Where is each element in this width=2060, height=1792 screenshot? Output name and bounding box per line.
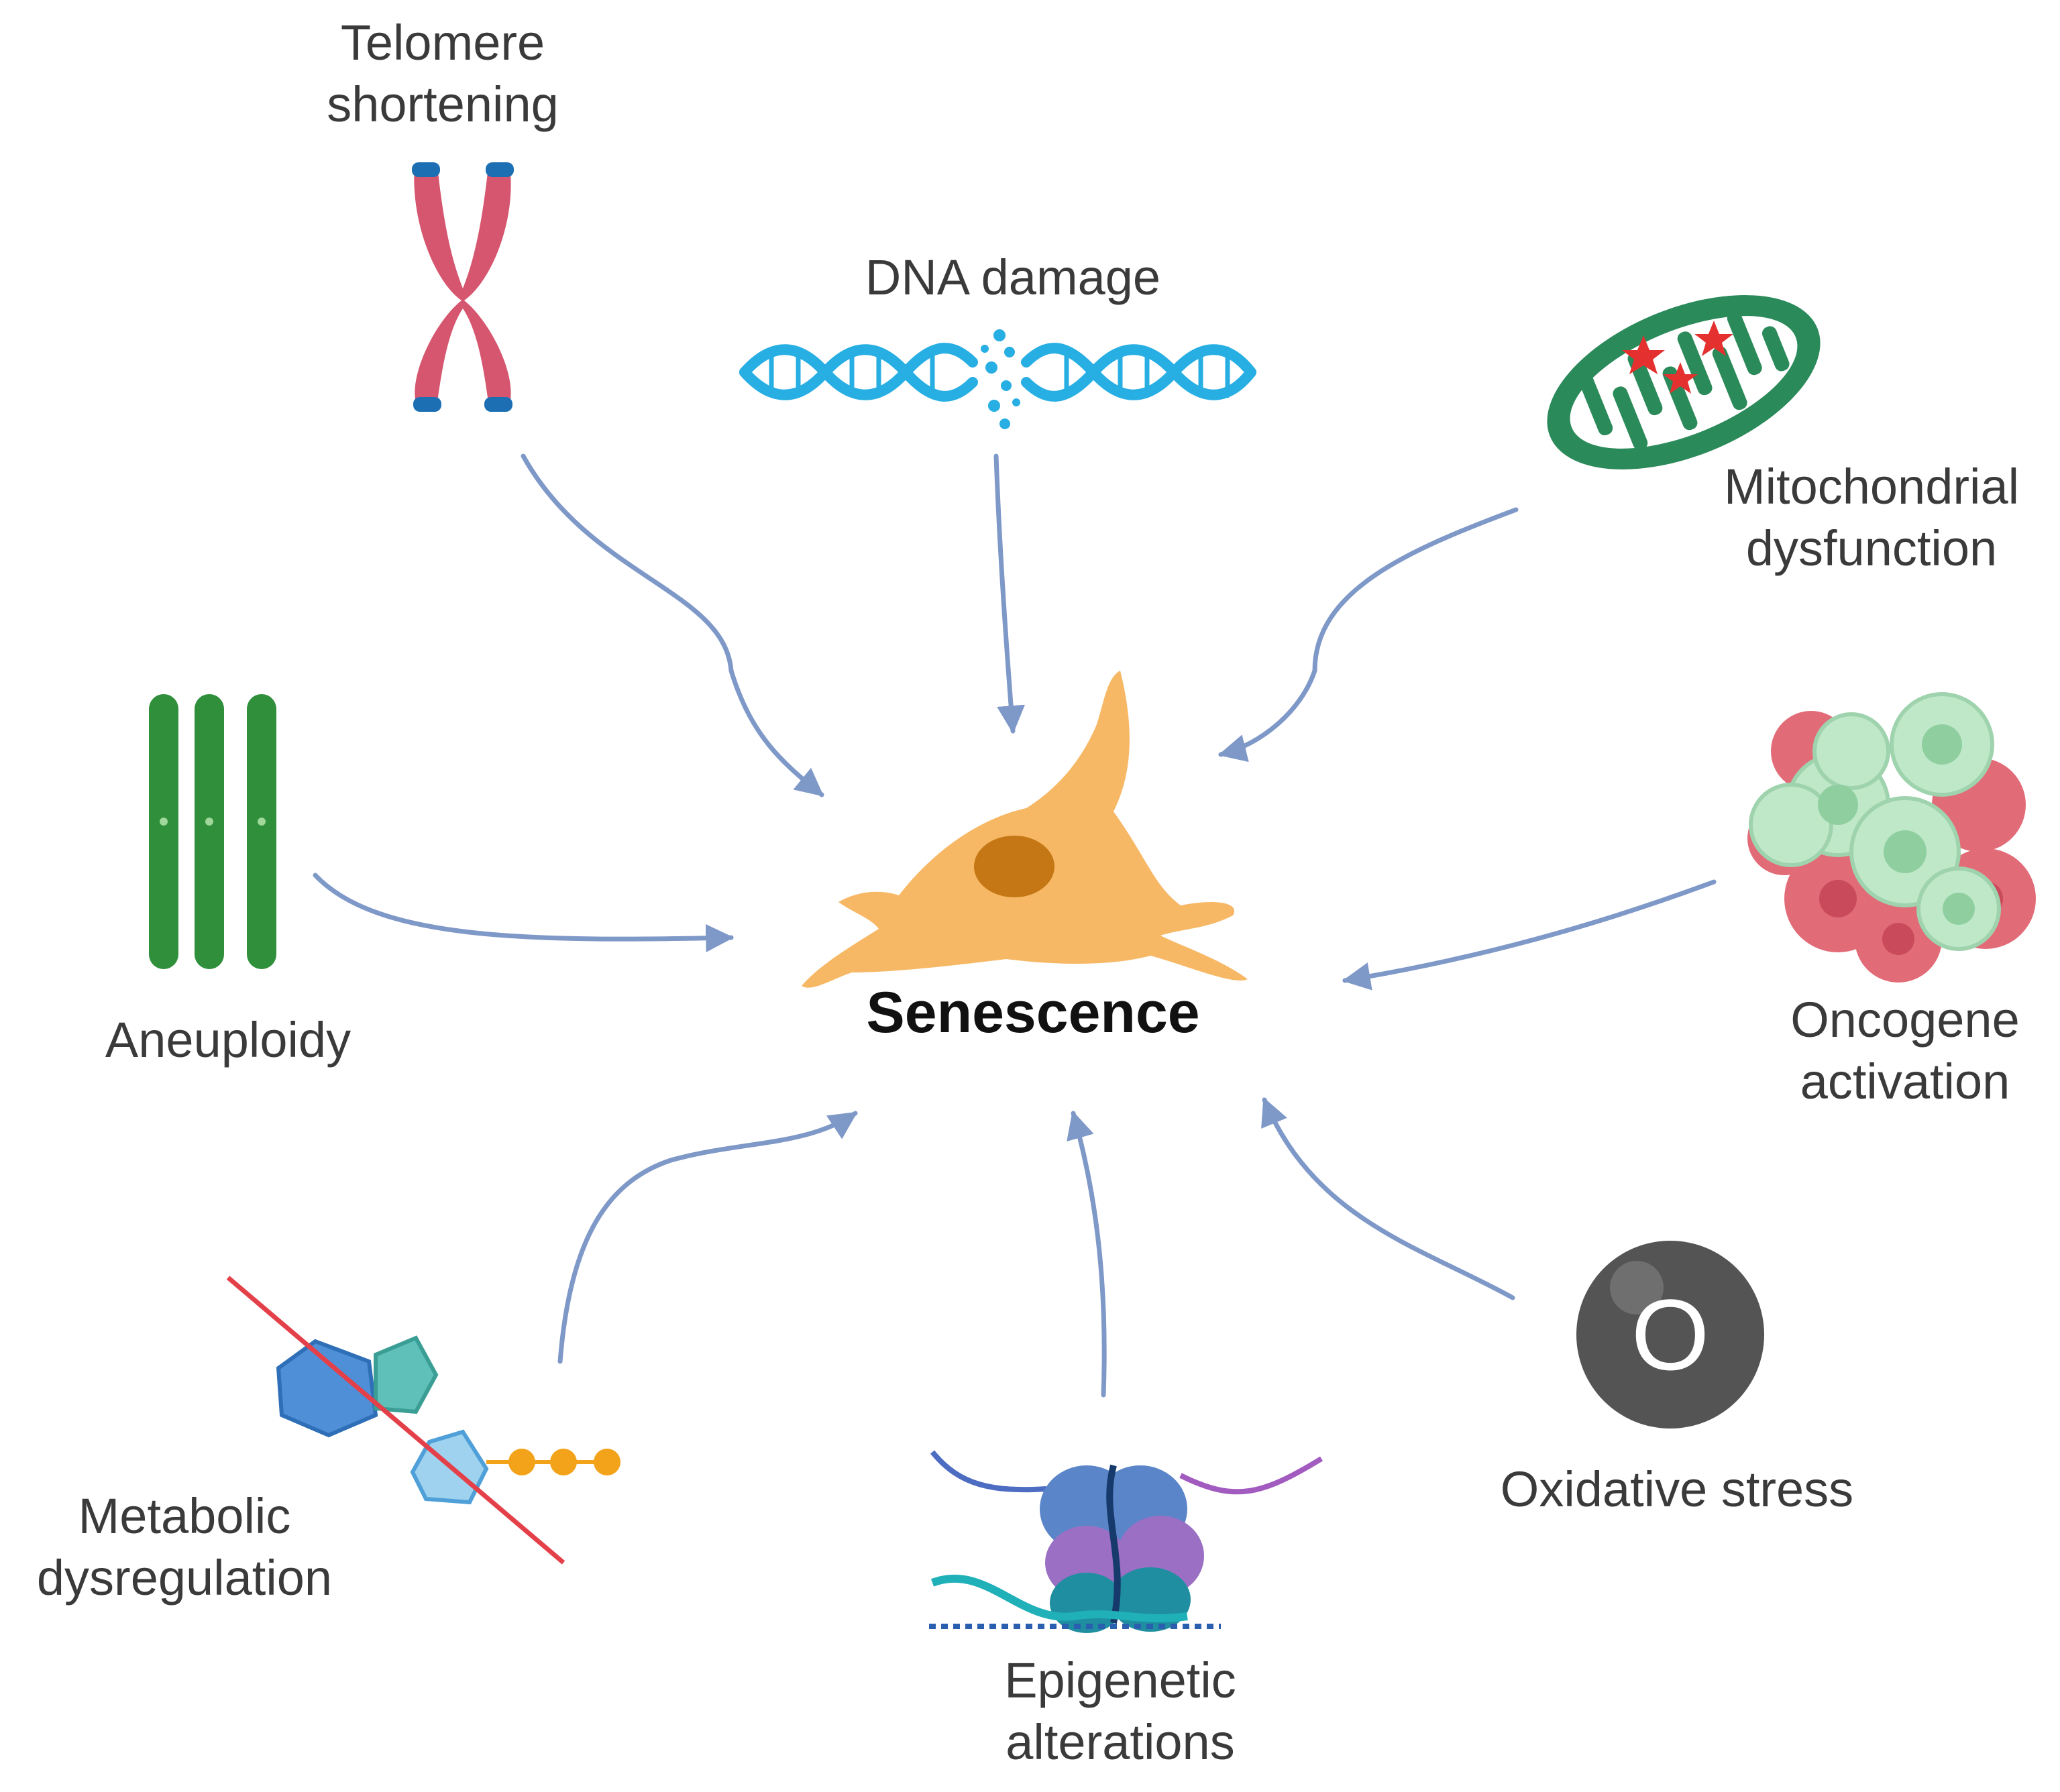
label-epigenetic-alterations: Epigenetic alterations — [959, 1650, 1281, 1773]
dna-break-fragments — [981, 329, 1020, 429]
label-oxidative-stress: Oxidative stress — [1456, 1459, 1898, 1520]
arrow-metabolic — [557, 1111, 858, 1364]
oxygen-glyph: O — [1631, 1278, 1710, 1391]
telomere-cap — [486, 162, 514, 177]
label-line: Metabolic — [78, 1488, 291, 1544]
telomere-cap — [413, 397, 441, 412]
telomere-cap — [484, 397, 512, 412]
label-line: Oxidative stress — [1500, 1461, 1854, 1517]
arrow-dna — [993, 453, 1026, 734]
arrow-oncogene — [1342, 879, 1717, 991]
nucleus — [974, 836, 1054, 897]
tumor-cluster-icon — [1747, 692, 2036, 983]
arrows — [313, 453, 1717, 1398]
label-line: Mitochondrial — [1723, 459, 2020, 514]
label-line: shortening — [327, 76, 559, 132]
label-line: Telomere — [340, 15, 545, 70]
nucleosome-icon — [929, 1450, 1323, 1633]
label-mitochondrial-dysfunction: Mitochondrial dysfunction — [1690, 456, 2053, 579]
dna-helix-icon — [739, 329, 1256, 429]
label-metabolic-dysregulation: Metabolic dysregulation — [7, 1486, 362, 1609]
arrow-epigenetic — [1067, 1110, 1107, 1398]
label-dna-damage: DNA damage — [825, 247, 1201, 309]
arrow-oxidative — [1261, 1097, 1515, 1300]
label-aneuploidy: Aneuploidy — [74, 1009, 382, 1071]
label-oncogene-activation: Oncogene activation — [1757, 989, 2053, 1113]
arrow-telomere — [521, 453, 824, 797]
arrow-mito — [1217, 507, 1519, 763]
chromosome-icon — [412, 162, 514, 412]
ros-stars — [1622, 321, 1733, 394]
aneuploid-chromosomes-icon — [149, 694, 276, 969]
label-line: activation — [1800, 1054, 2010, 1109]
label-line: Aneuploidy — [105, 1012, 351, 1068]
senescence-label: Senescence — [866, 981, 1200, 1045]
label-line: Epigenetic — [1004, 1653, 1236, 1708]
mitochondrion-icon — [1547, 295, 1821, 469]
label-telomere-shortening: Telomere shortening — [288, 12, 597, 135]
label-line: dysregulation — [36, 1550, 333, 1606]
label-line: DNA damage — [865, 249, 1161, 305]
metabolic-molecule-icon — [226, 1276, 620, 1565]
telomere-cap — [412, 162, 440, 177]
arrow-aneuploidy — [313, 873, 735, 952]
strike-line — [226, 1276, 565, 1565]
label-line: alterations — [1006, 1714, 1235, 1770]
label-line: Oncogene — [1790, 992, 2020, 1048]
label-line: dysfunction — [1745, 520, 1998, 576]
oxygen-radical-icon — [1576, 1241, 1764, 1429]
senescent-cell-icon — [802, 671, 1248, 988]
